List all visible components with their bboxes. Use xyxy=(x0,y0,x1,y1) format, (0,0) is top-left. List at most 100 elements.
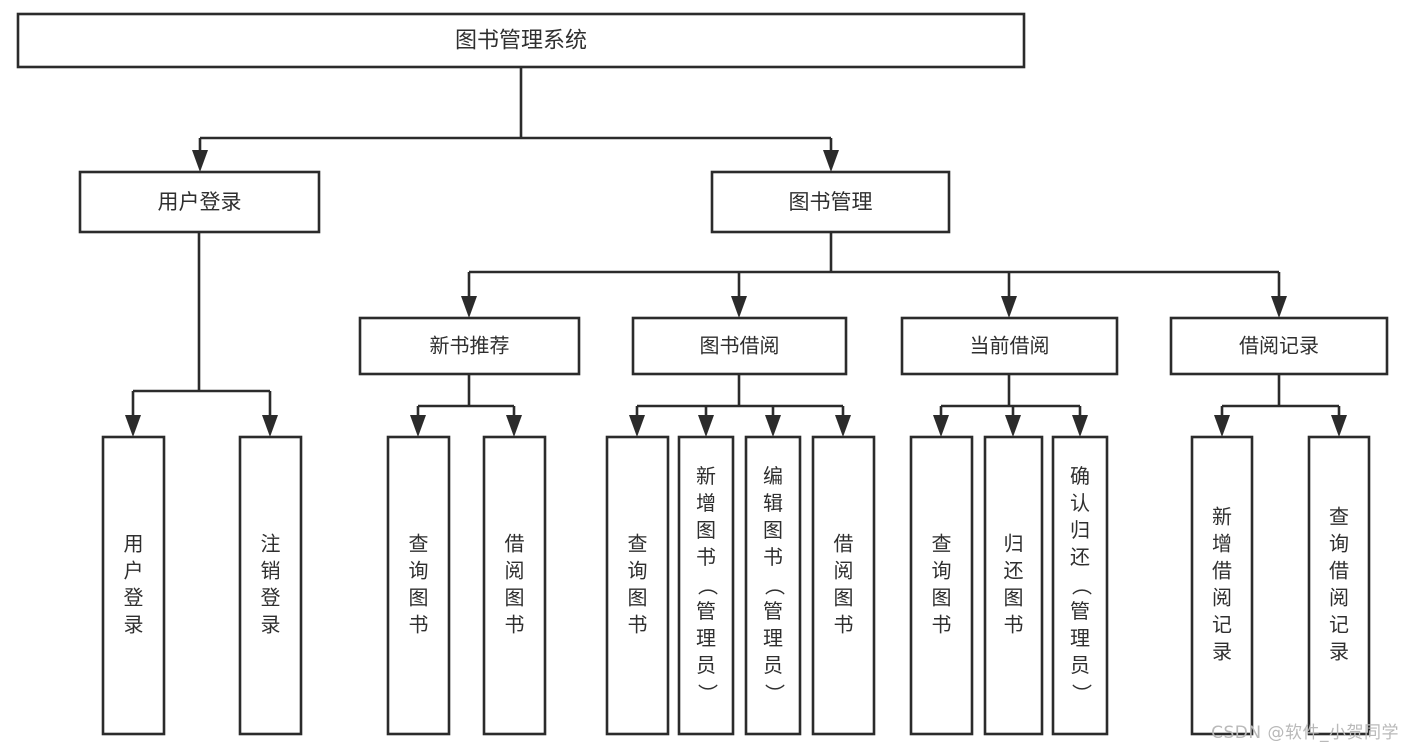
csdn-watermark: CSDN @软件_小贺同学 xyxy=(1211,723,1399,743)
node-l2-图书借阅-1[interactable]: 图书借阅 xyxy=(631,316,848,376)
leaf-确认归还管理员-10-char-2: 归 xyxy=(1070,518,1090,542)
leaf-编辑图书管理员-6-box[interactable] xyxy=(744,435,802,736)
arrow-to-leaf-query-record xyxy=(1331,406,1347,437)
leaf-用户登录-0-char-1: 户 xyxy=(124,559,144,583)
arrow-to-current-borrow xyxy=(1001,272,1017,318)
node-l2-借阅记录-3[interactable]: 借阅记录 xyxy=(1169,316,1389,376)
leaf-新增借阅记录-11-char-0: 新 xyxy=(1212,505,1232,529)
node-l1-图书管理-1[interactable]: 图书管理 xyxy=(710,170,951,234)
node-l1-用户登录-0-box[interactable] xyxy=(78,170,321,234)
records-children xyxy=(1222,374,1339,408)
leaf-确认归还管理员-10-char-7: 员 xyxy=(1070,653,1090,677)
leaf-借阅图书-3-char-0: 借 xyxy=(505,532,525,556)
node-l2-当前借阅-2[interactable]: 当前借阅 xyxy=(900,316,1119,376)
leaf-查询图书-8-char-1: 询 xyxy=(932,559,952,583)
node-root-图书管理系统[interactable]: 图书管理系统 xyxy=(16,12,1026,69)
arrow-to-leaf-edit-book-head xyxy=(765,415,781,437)
leaf-新增图书管理员-5-char-6: 理 xyxy=(696,626,716,650)
leaf-归还图书-9-char-2: 图 xyxy=(1004,586,1024,610)
node-l1-图书管理-1-box[interactable] xyxy=(710,170,951,234)
arrow-to-leaf-add-record xyxy=(1214,406,1230,437)
leaf-编辑图书管理员-6-char-1: 辑 xyxy=(763,491,783,515)
leaf-归还图书-9-char-0: 归 xyxy=(1004,532,1024,556)
arrow-to-new-book-recommend xyxy=(461,272,477,318)
leaf-确认归还管理员-10-char-6: 理 xyxy=(1070,626,1090,650)
leaf-查询借阅记录-12-char-2: 借 xyxy=(1329,559,1349,583)
leaf-新增图书管理员-5-char-4: （ xyxy=(696,576,720,596)
leaf-用户登录-0[interactable]: 用户登录 xyxy=(101,435,166,736)
arrow-to-leaf-borrow-book-2 xyxy=(835,406,851,437)
leaf-借阅图书-7-char-3: 书 xyxy=(834,613,854,637)
node-l1-用户登录-0-label: 用户登录 xyxy=(158,190,242,214)
arrow-to-leaf-user-login xyxy=(125,391,141,437)
arrow-to-leaf-return-book-head xyxy=(1005,415,1021,437)
leaf-注销登录-1-box[interactable] xyxy=(238,435,303,736)
arrow-to-leaf-borrow-book-1 xyxy=(506,406,522,437)
leaf-查询图书-2-char-3: 书 xyxy=(409,613,429,637)
connector-layer xyxy=(125,67,1347,437)
leaf-新增借阅记录-11-box[interactable] xyxy=(1190,435,1254,736)
leaf-查询图书-2-char-1: 询 xyxy=(409,559,429,583)
leaf-确认归还管理员-10-char-3: 还 xyxy=(1070,545,1090,569)
leaf-借阅图书-3-char-1: 阅 xyxy=(505,559,525,583)
leaf-新增借阅记录-11-char-5: 录 xyxy=(1212,640,1232,664)
node-l2-图书借阅-1-label: 图书借阅 xyxy=(700,334,780,358)
node-l1-用户登录-0[interactable]: 用户登录 xyxy=(78,170,321,234)
arrow-to-user-login xyxy=(192,138,208,172)
leaf-编辑图书管理员-6-char-2: 图 xyxy=(763,518,783,542)
arrow-to-leaf-borrow-book-2-head xyxy=(835,415,851,437)
node-l2-新书推荐-0-box[interactable] xyxy=(358,316,581,376)
node-l2-当前借阅-2-box[interactable] xyxy=(900,316,1119,376)
leaf-归还图书-9-box[interactable] xyxy=(983,435,1044,736)
arrow-to-leaf-query-book-1 xyxy=(410,406,426,437)
leaf-确认归还管理员-10-box[interactable] xyxy=(1051,435,1109,736)
leaf-查询图书-4-char-0: 查 xyxy=(628,532,648,556)
leaf-借阅图书-3-box[interactable] xyxy=(482,435,547,736)
node-l1-图书管理-1-label: 图书管理 xyxy=(789,190,873,214)
leaf-编辑图书管理员-6-char-7: 员 xyxy=(763,653,783,677)
leaf-编辑图书管理员-6-char-5: 管 xyxy=(763,599,783,623)
leaf-新增图书管理员-5-char-3: 书 xyxy=(696,545,716,569)
leaf-新增图书管理员-5-char-2: 图 xyxy=(696,518,716,542)
node-root-图书管理系统-label: 图书管理系统 xyxy=(455,29,587,54)
leaf-查询图书-4-char-2: 图 xyxy=(628,586,648,610)
leaf-查询图书-2-box[interactable] xyxy=(386,435,451,736)
arrow-to-current-borrow-head xyxy=(1001,296,1017,318)
arrow-to-leaf-query-book-3-head xyxy=(933,415,949,437)
leaf-用户登录-0-char-2: 登 xyxy=(124,586,144,610)
leaf-查询图书-4-box[interactable] xyxy=(605,435,670,736)
leaf-用户登录-0-box[interactable] xyxy=(101,435,166,736)
leaf-新增图书管理员-5-char-1: 增 xyxy=(696,491,716,515)
leaf-查询借阅记录-12-box[interactable] xyxy=(1307,435,1371,736)
arrow-to-leaf-query-book-3 xyxy=(933,406,949,437)
leaf-归还图书-9-char-3: 书 xyxy=(1004,613,1024,637)
node-l2-新书推荐-0-label: 新书推荐 xyxy=(430,334,510,358)
leaf-查询图书-8-box[interactable] xyxy=(909,435,974,736)
arrow-to-book-borrow xyxy=(731,272,747,318)
node-l2-借阅记录-3-box[interactable] xyxy=(1169,316,1389,376)
leaf-注销登录-1-char-1: 销 xyxy=(261,559,281,583)
node-root-图书管理系统-box[interactable] xyxy=(16,12,1026,69)
node-l2-图书借阅-1-box[interactable] xyxy=(631,316,848,376)
leaf-借阅图书-7-box[interactable] xyxy=(811,435,876,736)
node-l2-新书推荐-0[interactable]: 新书推荐 xyxy=(358,316,581,376)
arrow-to-borrow-records-head xyxy=(1271,296,1287,318)
leaf-新增图书管理员-5-char-5: 管 xyxy=(696,599,716,623)
leaf-新增图书管理员-5-box[interactable] xyxy=(677,435,735,736)
